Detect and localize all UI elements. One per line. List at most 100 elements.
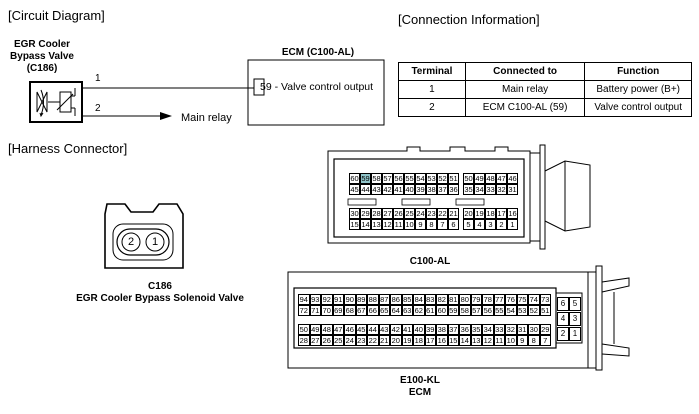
table-cell: ECM C100-AL (59)	[464, 98, 586, 117]
connector-pin: 9	[516, 335, 528, 346]
arrow-icon	[160, 112, 172, 120]
connector-pin: 24	[344, 335, 356, 346]
connector-pin: 49	[474, 173, 485, 184]
c186-pin: 1	[151, 236, 159, 248]
connector-pin: 70	[321, 305, 333, 316]
connector-pin: 90	[344, 294, 356, 305]
connector-pin: 38	[436, 324, 448, 335]
connector-pin: 32	[505, 324, 517, 335]
connector-pin: 87	[378, 294, 390, 305]
connector-pin: 2	[557, 327, 569, 341]
connector-pin: 82	[436, 294, 448, 305]
connector-pin: 50	[463, 173, 474, 184]
connector-pin: 22	[367, 335, 379, 346]
connector-pin: 23	[355, 335, 367, 346]
connector-pin: 56	[482, 305, 494, 316]
connector-pin: 7	[539, 335, 551, 346]
connector-pin: 9	[415, 219, 426, 230]
ecm-title: ECM (C100-AL)	[281, 47, 355, 58]
ecm-box	[247, 59, 385, 126]
connector-pin: 40	[404, 184, 415, 195]
pin-2-label: 2	[95, 103, 101, 114]
connector-pin: 33	[493, 324, 505, 335]
c100-label: C100-AL	[409, 256, 451, 267]
connector-pin: 52	[528, 305, 540, 316]
connector-pin: 55	[493, 305, 505, 316]
connector-pin: 47	[332, 324, 344, 335]
connector-pin: 39	[415, 184, 426, 195]
connector-pin: 33	[485, 184, 496, 195]
connector-pin: 55	[404, 173, 415, 184]
connector-pin: 67	[355, 305, 367, 316]
connector-pin: 54	[505, 305, 517, 316]
connector-pin: 61	[424, 305, 436, 316]
connector-pin: 19	[401, 335, 413, 346]
connector-pin: 83	[424, 294, 436, 305]
connector-pin: 34	[482, 324, 494, 335]
connector-pin: 5	[569, 297, 581, 311]
c186-pin: 2	[127, 236, 135, 248]
c100-connector	[327, 144, 591, 250]
connector-pin: 25	[404, 208, 415, 219]
connector-pin: 23	[426, 208, 437, 219]
connector-pin: 7	[437, 219, 448, 230]
connector-pin: 21	[378, 335, 390, 346]
connector-pin: 48	[321, 324, 333, 335]
connector-pin: 14	[360, 219, 371, 230]
ecm-pin-label: 59 - Valve control output	[260, 81, 373, 93]
connector-pin: 17	[496, 208, 507, 219]
connector-pin: 30	[349, 208, 360, 219]
connector-pin: 64	[390, 305, 402, 316]
connector-pin: 12	[482, 335, 494, 346]
connector-pin: 4	[474, 219, 485, 230]
connector-pin: 88	[367, 294, 379, 305]
table-row: 2 ECM C100-AL (59) Valve control output	[398, 98, 692, 117]
circuit-diagram	[29, 59, 385, 126]
connector-pin: 58	[459, 305, 471, 316]
connector-pin: 40	[413, 324, 425, 335]
c186-connector	[104, 203, 184, 269]
connector-pin: 81	[447, 294, 459, 305]
connector-pin: 4	[557, 312, 569, 326]
connector-pin: 18	[413, 335, 425, 346]
connector-pin: 66	[367, 305, 379, 316]
connector-pin: 46	[344, 324, 356, 335]
table-cell: 2	[398, 98, 466, 117]
connector-pin: 11	[493, 335, 505, 346]
connector-pin: 80	[459, 294, 471, 305]
connector-pin: 10	[505, 335, 517, 346]
connector-pin: 24	[415, 208, 426, 219]
connector-pin: 35	[470, 324, 482, 335]
connector-pin: 93	[309, 294, 321, 305]
connector-pin: 8	[426, 219, 437, 230]
connector-pin: 15	[447, 335, 459, 346]
connector-pin: 26	[321, 335, 333, 346]
connector-pin: 14	[459, 335, 471, 346]
table-header: Function	[584, 62, 692, 81]
connection-information-title: [Connection Information]	[398, 12, 540, 27]
connector-pin: 60	[436, 305, 448, 316]
connector-pin: 43	[378, 324, 390, 335]
connector-pin: 29	[360, 208, 371, 219]
connector-pin: 60	[349, 173, 360, 184]
c186-code: C186	[148, 281, 172, 292]
connector-pin: 56	[393, 173, 404, 184]
connector-pin: 29	[539, 324, 551, 335]
connector-pin: 15	[349, 219, 360, 230]
connector-pin: 74	[528, 294, 540, 305]
connector-pin: 26	[393, 208, 404, 219]
connector-pin: 76	[505, 294, 517, 305]
connector-pin: 10	[404, 219, 415, 230]
connector-pin: 16	[436, 335, 448, 346]
connector-pin: 41	[401, 324, 413, 335]
connector-pin: 77	[493, 294, 505, 305]
connector-pin: 16	[507, 208, 518, 219]
connector-pin: 59	[447, 305, 459, 316]
ecm-pin-box	[253, 78, 265, 96]
connector-pin: 27	[382, 208, 393, 219]
ecm-pin-number: 59	[260, 81, 272, 93]
connector-pin: 57	[470, 305, 482, 316]
connector-pin: 44	[367, 324, 379, 335]
e100-connector	[287, 265, 630, 371]
connector-pin: 69	[332, 305, 344, 316]
